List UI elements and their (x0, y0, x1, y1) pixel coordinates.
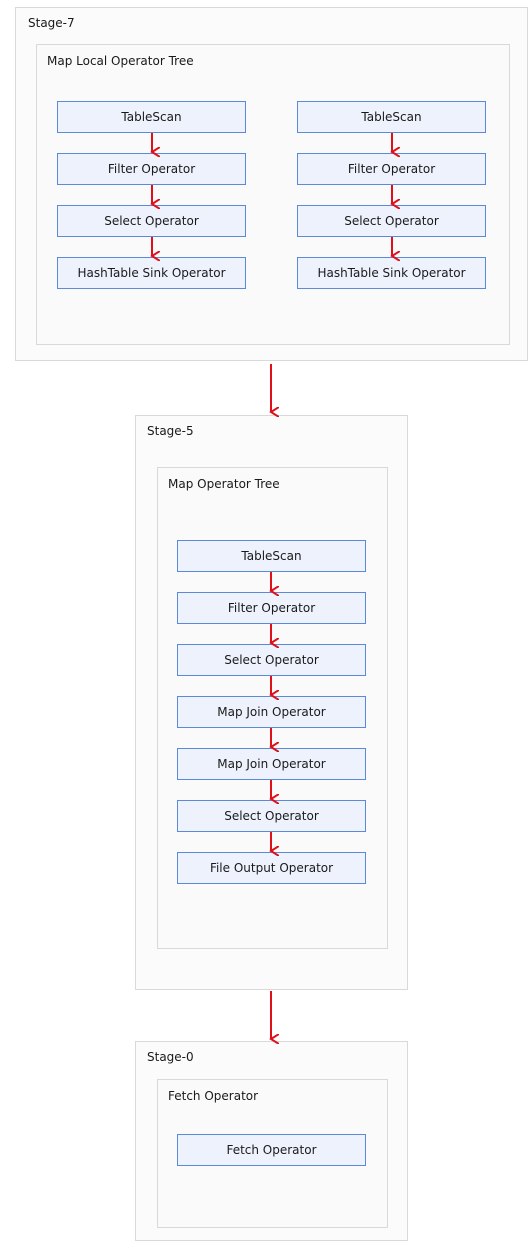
stage-0-title: Stage-0 (147, 1050, 194, 1064)
map-operator-tree-title: Map Operator Tree (168, 477, 280, 491)
stage5-select-operator-2[interactable]: Select Operator (177, 800, 366, 832)
stage0-fetch-operator[interactable]: Fetch Operator (177, 1134, 366, 1166)
stage7-right-tablescan[interactable]: TableScan (297, 101, 486, 133)
stage-5-title: Stage-5 (147, 424, 194, 438)
map-local-operator-tree: Map Local Operator Tree (36, 44, 510, 345)
stage5-select-operator[interactable]: Select Operator (177, 644, 366, 676)
stage7-right-filter-operator[interactable]: Filter Operator (297, 153, 486, 185)
fetch-operator-tree-title: Fetch Operator (168, 1089, 259, 1103)
stage5-file-output-operator[interactable]: File Output Operator (177, 852, 366, 884)
stage7-left-hashtable-sink-operator[interactable]: HashTable Sink Operator (57, 257, 246, 289)
stage5-filter-operator[interactable]: Filter Operator (177, 592, 366, 624)
map-local-operator-tree-title: Map Local Operator Tree (47, 54, 194, 68)
stage7-left-select-operator[interactable]: Select Operator (57, 205, 246, 237)
stage-7-title: Stage-7 (28, 16, 75, 30)
stage7-left-filter-operator[interactable]: Filter Operator (57, 153, 246, 185)
stage7-right-select-operator[interactable]: Select Operator (297, 205, 486, 237)
stage5-map-join-operator-2[interactable]: Map Join Operator (177, 748, 366, 780)
stage5-tablescan[interactable]: TableScan (177, 540, 366, 572)
stage7-right-hashtable-sink-operator[interactable]: HashTable Sink Operator (297, 257, 486, 289)
stage5-map-join-operator-1[interactable]: Map Join Operator (177, 696, 366, 728)
stage7-left-tablescan[interactable]: TableScan (57, 101, 246, 133)
